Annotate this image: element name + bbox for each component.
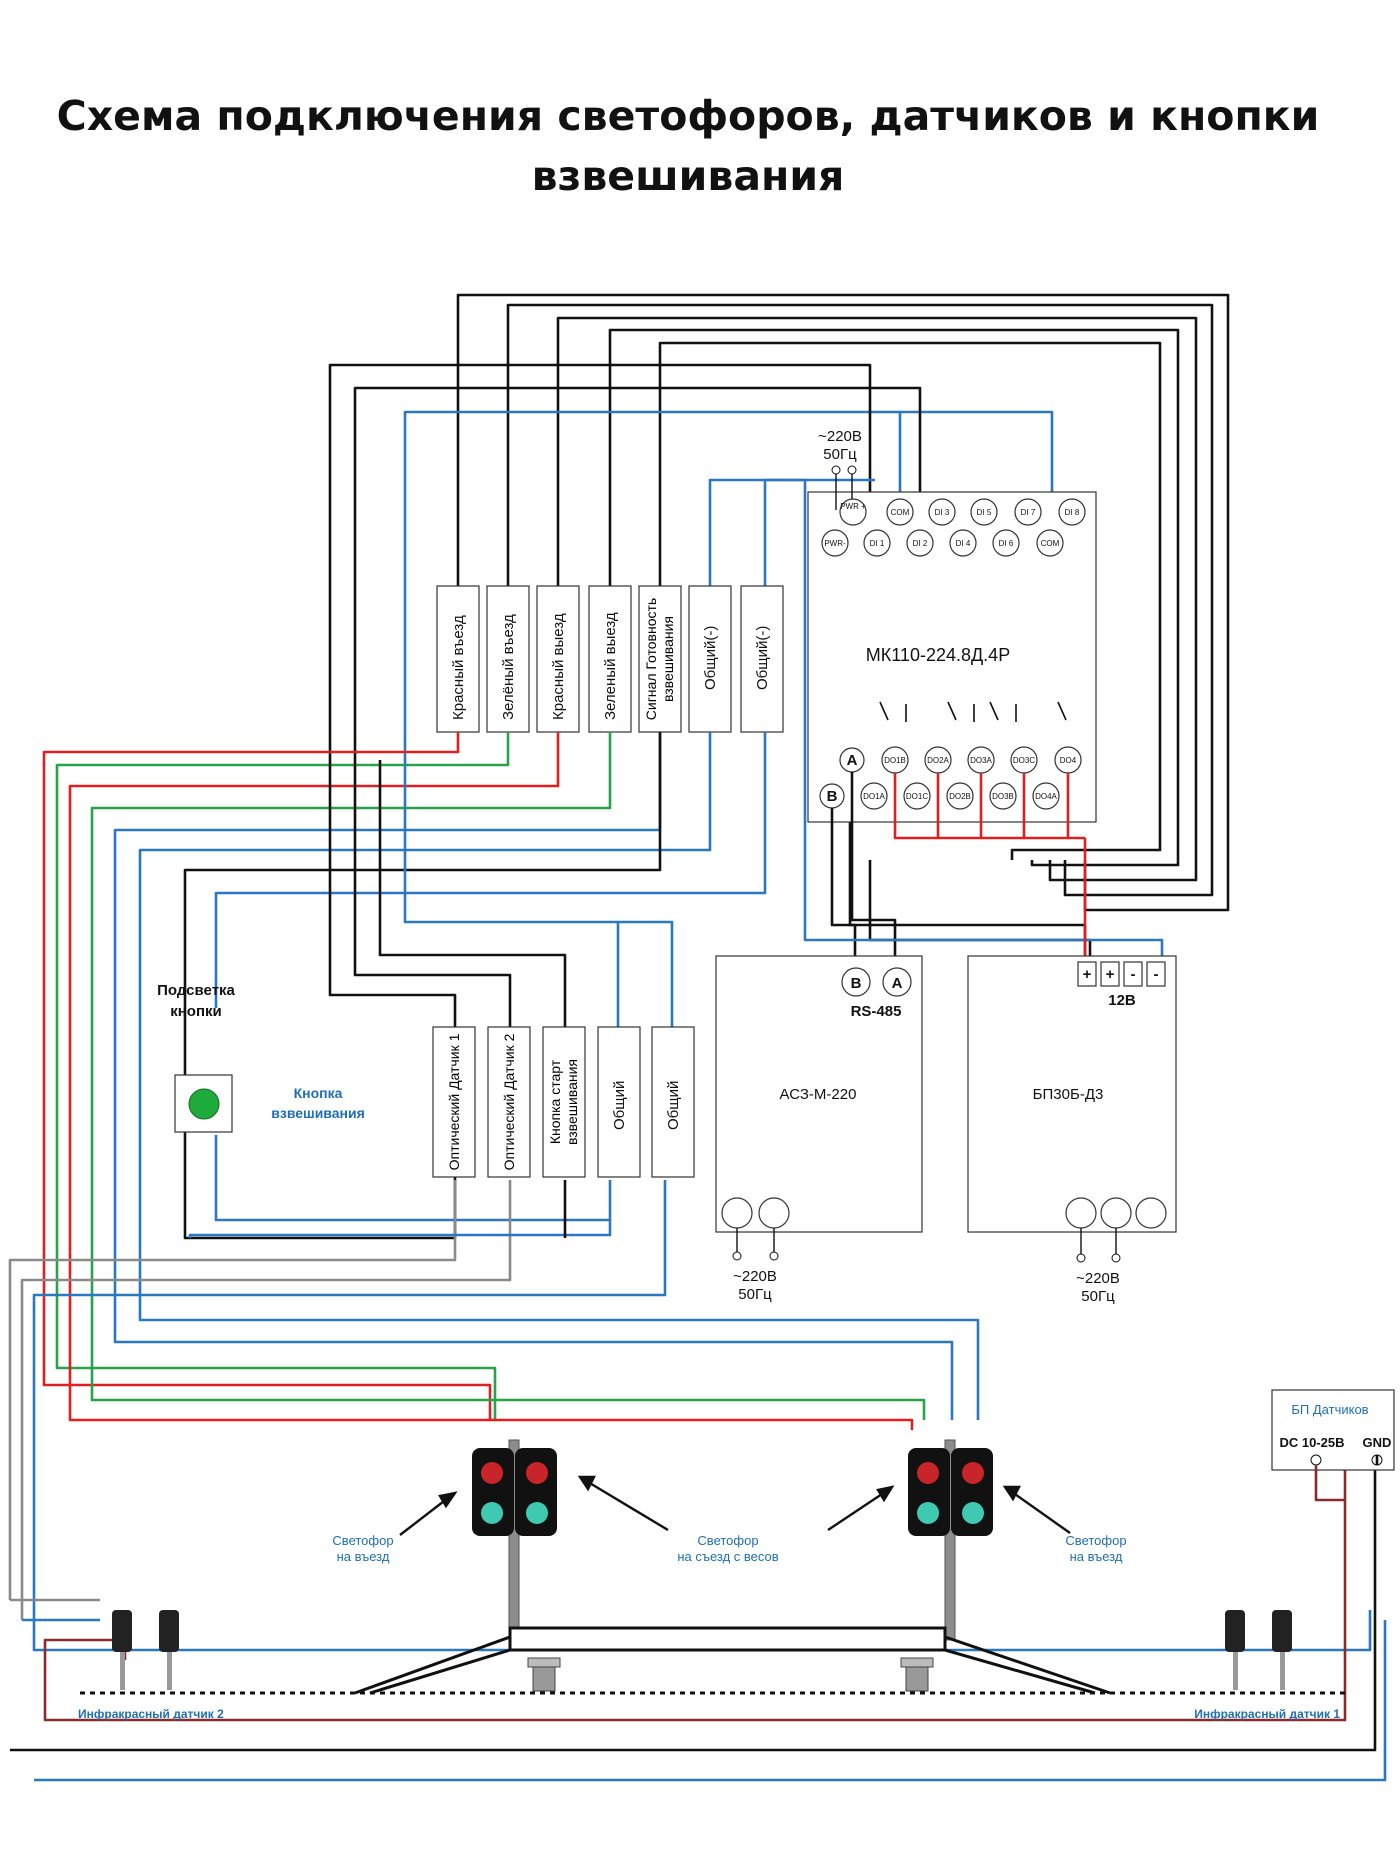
page-title-line-2: взвешивания	[532, 152, 845, 200]
traffic-arrows	[399, 1475, 1071, 1536]
pin-do1b: DO1B	[884, 756, 906, 765]
terminal-bottom-common-2: Общий	[665, 1081, 682, 1130]
pin-do1a: DO1A	[863, 792, 885, 801]
page-title-line-1: Схема подключения светофоров, датчиков и…	[57, 92, 1320, 140]
terminal-bottom-optic-1: Оптический Датчик 1	[445, 1033, 462, 1171]
left-wire-bundle	[8, 732, 1387, 1782]
pin-pwr-minus: PWR-	[824, 539, 846, 548]
label-exit-2: на съезд с весов	[677, 1549, 778, 1564]
label-entry-left-2: на въезд	[337, 1549, 390, 1564]
terminal-top-red-exit: Красный выезд	[550, 613, 567, 720]
acz-model-name: АСЗ-М-220	[780, 1086, 857, 1103]
bp-pin-minus-2: -	[1154, 966, 1159, 983]
pin-com-top: COM	[891, 508, 910, 517]
pin-com-bottom: COM	[1041, 539, 1060, 548]
pin-do2b: DO2B	[949, 792, 971, 801]
terminal-bottom-optic-2: Оптический Датчик 2	[500, 1033, 517, 1171]
label-ir-sensor-1: Инфракрасный датчик 1	[1194, 1707, 1340, 1721]
bp-power-label-1: ~220В	[1076, 1270, 1120, 1287]
bp-model-name: БП30Б-Д3	[1033, 1086, 1104, 1103]
traffic-light-left	[472, 1439, 557, 1641]
bp-module: + + - - 12В БП30Б-Д3 ~220В 50Гц	[967, 955, 1177, 1305]
acz-pin-b: B	[851, 975, 862, 992]
terminal-top-common-1: Общий(-)	[702, 626, 719, 690]
mk110-top-pins-upper: PWR + COM DI 3 DI 5 DI 7 DI 8	[839, 498, 1086, 526]
sensor-psu-dc: DC 10-25В	[1279, 1435, 1344, 1450]
pin-di8: DI 8	[1065, 508, 1080, 517]
mk110-model-name: МК110-224.8Д.4Р	[866, 645, 1010, 665]
weigh-button[interactable]	[188, 1088, 220, 1120]
mk110-top-pins-lower: PWR- DI 1 DI 2 DI 4 DI 6 COM	[821, 529, 1064, 557]
traffic-light-right	[908, 1439, 993, 1641]
acz-power-label-2: 50Гц	[738, 1286, 772, 1303]
terminal-bottom-start-button: Кнопка старт взвешивания	[547, 1058, 580, 1146]
bp-power-label-2: 50Гц	[1081, 1288, 1115, 1305]
button-backlight-label-1: Подсветка	[157, 982, 235, 999]
pin-do3b: DO3B	[992, 792, 1014, 801]
ir-sensor-right-pair	[1225, 1610, 1292, 1690]
sensor-psu-gnd: GND	[1363, 1435, 1392, 1450]
ir-sensor-left-pair	[112, 1610, 179, 1690]
button-label-2: взвешивания	[271, 1105, 365, 1121]
terminal-bottom-common-1: Общий	[611, 1081, 628, 1130]
pin-di6: DI 6	[999, 539, 1014, 548]
terminal-top-green-exit: Зеленый выезд	[602, 612, 619, 720]
acz-pin-a: A	[892, 975, 903, 992]
terminal-top-common-2: Общий(-)	[754, 626, 771, 690]
bp-pin-plus-1: +	[1083, 966, 1092, 983]
pin-do4a: DO4A	[1035, 792, 1057, 801]
label-entry-left-1: Светофор	[332, 1533, 393, 1548]
mk110-power-label-2: 50Гц	[823, 446, 857, 463]
pin-di7: DI 7	[1021, 508, 1036, 517]
label-entry-right-1: Светофор	[1065, 1533, 1126, 1548]
pin-do2a: DO2A	[927, 756, 949, 765]
pin-pwr-plus: PWR +	[840, 502, 866, 511]
acz-power-label-1: ~220В	[733, 1268, 777, 1285]
button-label-1: Кнопка	[294, 1085, 343, 1101]
mk110-bottom-pins-lower: B DO1A DO1C DO2B DO3B DO4A	[819, 782, 1060, 810]
label-exit-1: Светофор	[697, 1533, 758, 1548]
pin-di3: DI 3	[935, 508, 950, 517]
sensor-psu: БП Датчиков DC 10-25В GND	[1271, 1389, 1395, 1502]
pin-di1: DI 1	[870, 539, 885, 548]
pin-do3a: DO3A	[970, 756, 992, 765]
bp-voltage-label: 12В	[1108, 992, 1136, 1009]
sensor-psu-title: БП Датчиков	[1291, 1402, 1368, 1417]
mk110-power-label-1: ~220В	[818, 428, 862, 445]
label-entry-right-2: на въезд	[1070, 1549, 1123, 1564]
scale-platform	[80, 1626, 1350, 1695]
bp-pin-plus-2: +	[1106, 966, 1115, 983]
button-backlight-label-2: кнопки	[170, 1003, 222, 1020]
mk110-module: ~220В 50Гц PWR + COM DI 3 DI 5 DI 7 DI 8…	[807, 428, 1097, 870]
pin-a-mk: A	[847, 752, 858, 769]
pin-do4: DO4	[1060, 756, 1077, 765]
terminal-block-top: Красный въезд Зелёный въезд Красный выез…	[436, 585, 784, 733]
pin-do3c: DO3C	[1013, 756, 1035, 765]
terminal-top-green-entry: Зелёный въезд	[500, 614, 517, 720]
terminal-top-ready-signal: Сигнал Готовность взвешивания	[643, 597, 676, 721]
pin-di2: DI 2	[913, 539, 928, 548]
pin-b-mk: B	[827, 788, 838, 805]
pin-di4: DI 4	[956, 539, 971, 548]
acz-module: B A RS-485 АСЗ-М-220 ~220В 50Гц	[715, 955, 923, 1303]
label-ir-sensor-2: Инфракрасный датчик 2	[78, 1707, 224, 1721]
pin-di5: DI 5	[977, 508, 992, 517]
bp-pin-minus-1: -	[1131, 966, 1136, 983]
terminal-block-bottom: Оптический Датчик 1 Оптический Датчик 2 …	[432, 1026, 695, 1178]
weigh-button-assembly: Подсветка кнопки Кнопка взвешивания	[157, 982, 365, 1133]
terminal-top-red-entry: Красный въезд	[450, 615, 467, 720]
rs485-power-wires	[765, 478, 1164, 960]
acz-interface-label: RS-485	[851, 1003, 902, 1020]
pin-do1c: DO1C	[906, 792, 928, 801]
